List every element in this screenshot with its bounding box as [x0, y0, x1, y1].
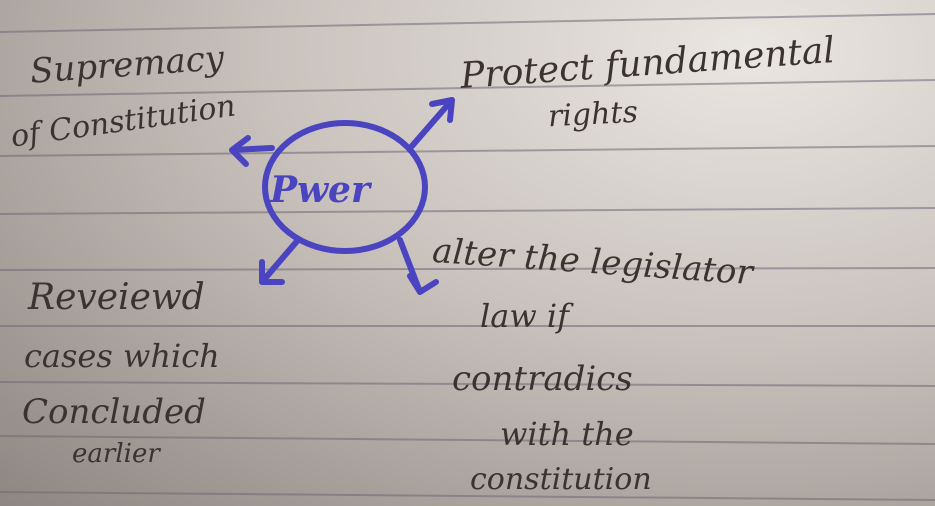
arrow-bottom-left — [259, 237, 301, 285]
alter-law-text-line-3: contradics — [452, 359, 633, 399]
review-cases-text-line-4: earlier — [72, 439, 160, 469]
rule-line — [0, 13, 935, 33]
rule-line — [0, 207, 935, 215]
center-label: Pwer — [269, 169, 373, 211]
rule-line — [0, 267, 935, 271]
arrow-top-right — [409, 97, 455, 149]
arrow-top-left — [229, 135, 275, 167]
alter-law-text-line-2: law if — [480, 297, 569, 335]
rule-line — [0, 491, 935, 501]
alter-law-text-line-4: with the — [500, 415, 634, 453]
arrow-bottom-right — [397, 237, 439, 295]
rule-line — [0, 435, 935, 445]
alter-law-text-line-5: constitution — [470, 462, 652, 497]
review-cases-text-line-1: Reveiewd — [28, 277, 205, 318]
rule-line — [0, 79, 935, 97]
review-cases-text-line-2: cases which — [24, 337, 220, 375]
power-circle — [262, 120, 428, 254]
protect-rights-text-line-2: rights — [547, 94, 639, 135]
rule-line — [0, 381, 935, 387]
rule-line — [0, 145, 935, 157]
review-cases-text-line-3: Concluded — [22, 392, 206, 432]
